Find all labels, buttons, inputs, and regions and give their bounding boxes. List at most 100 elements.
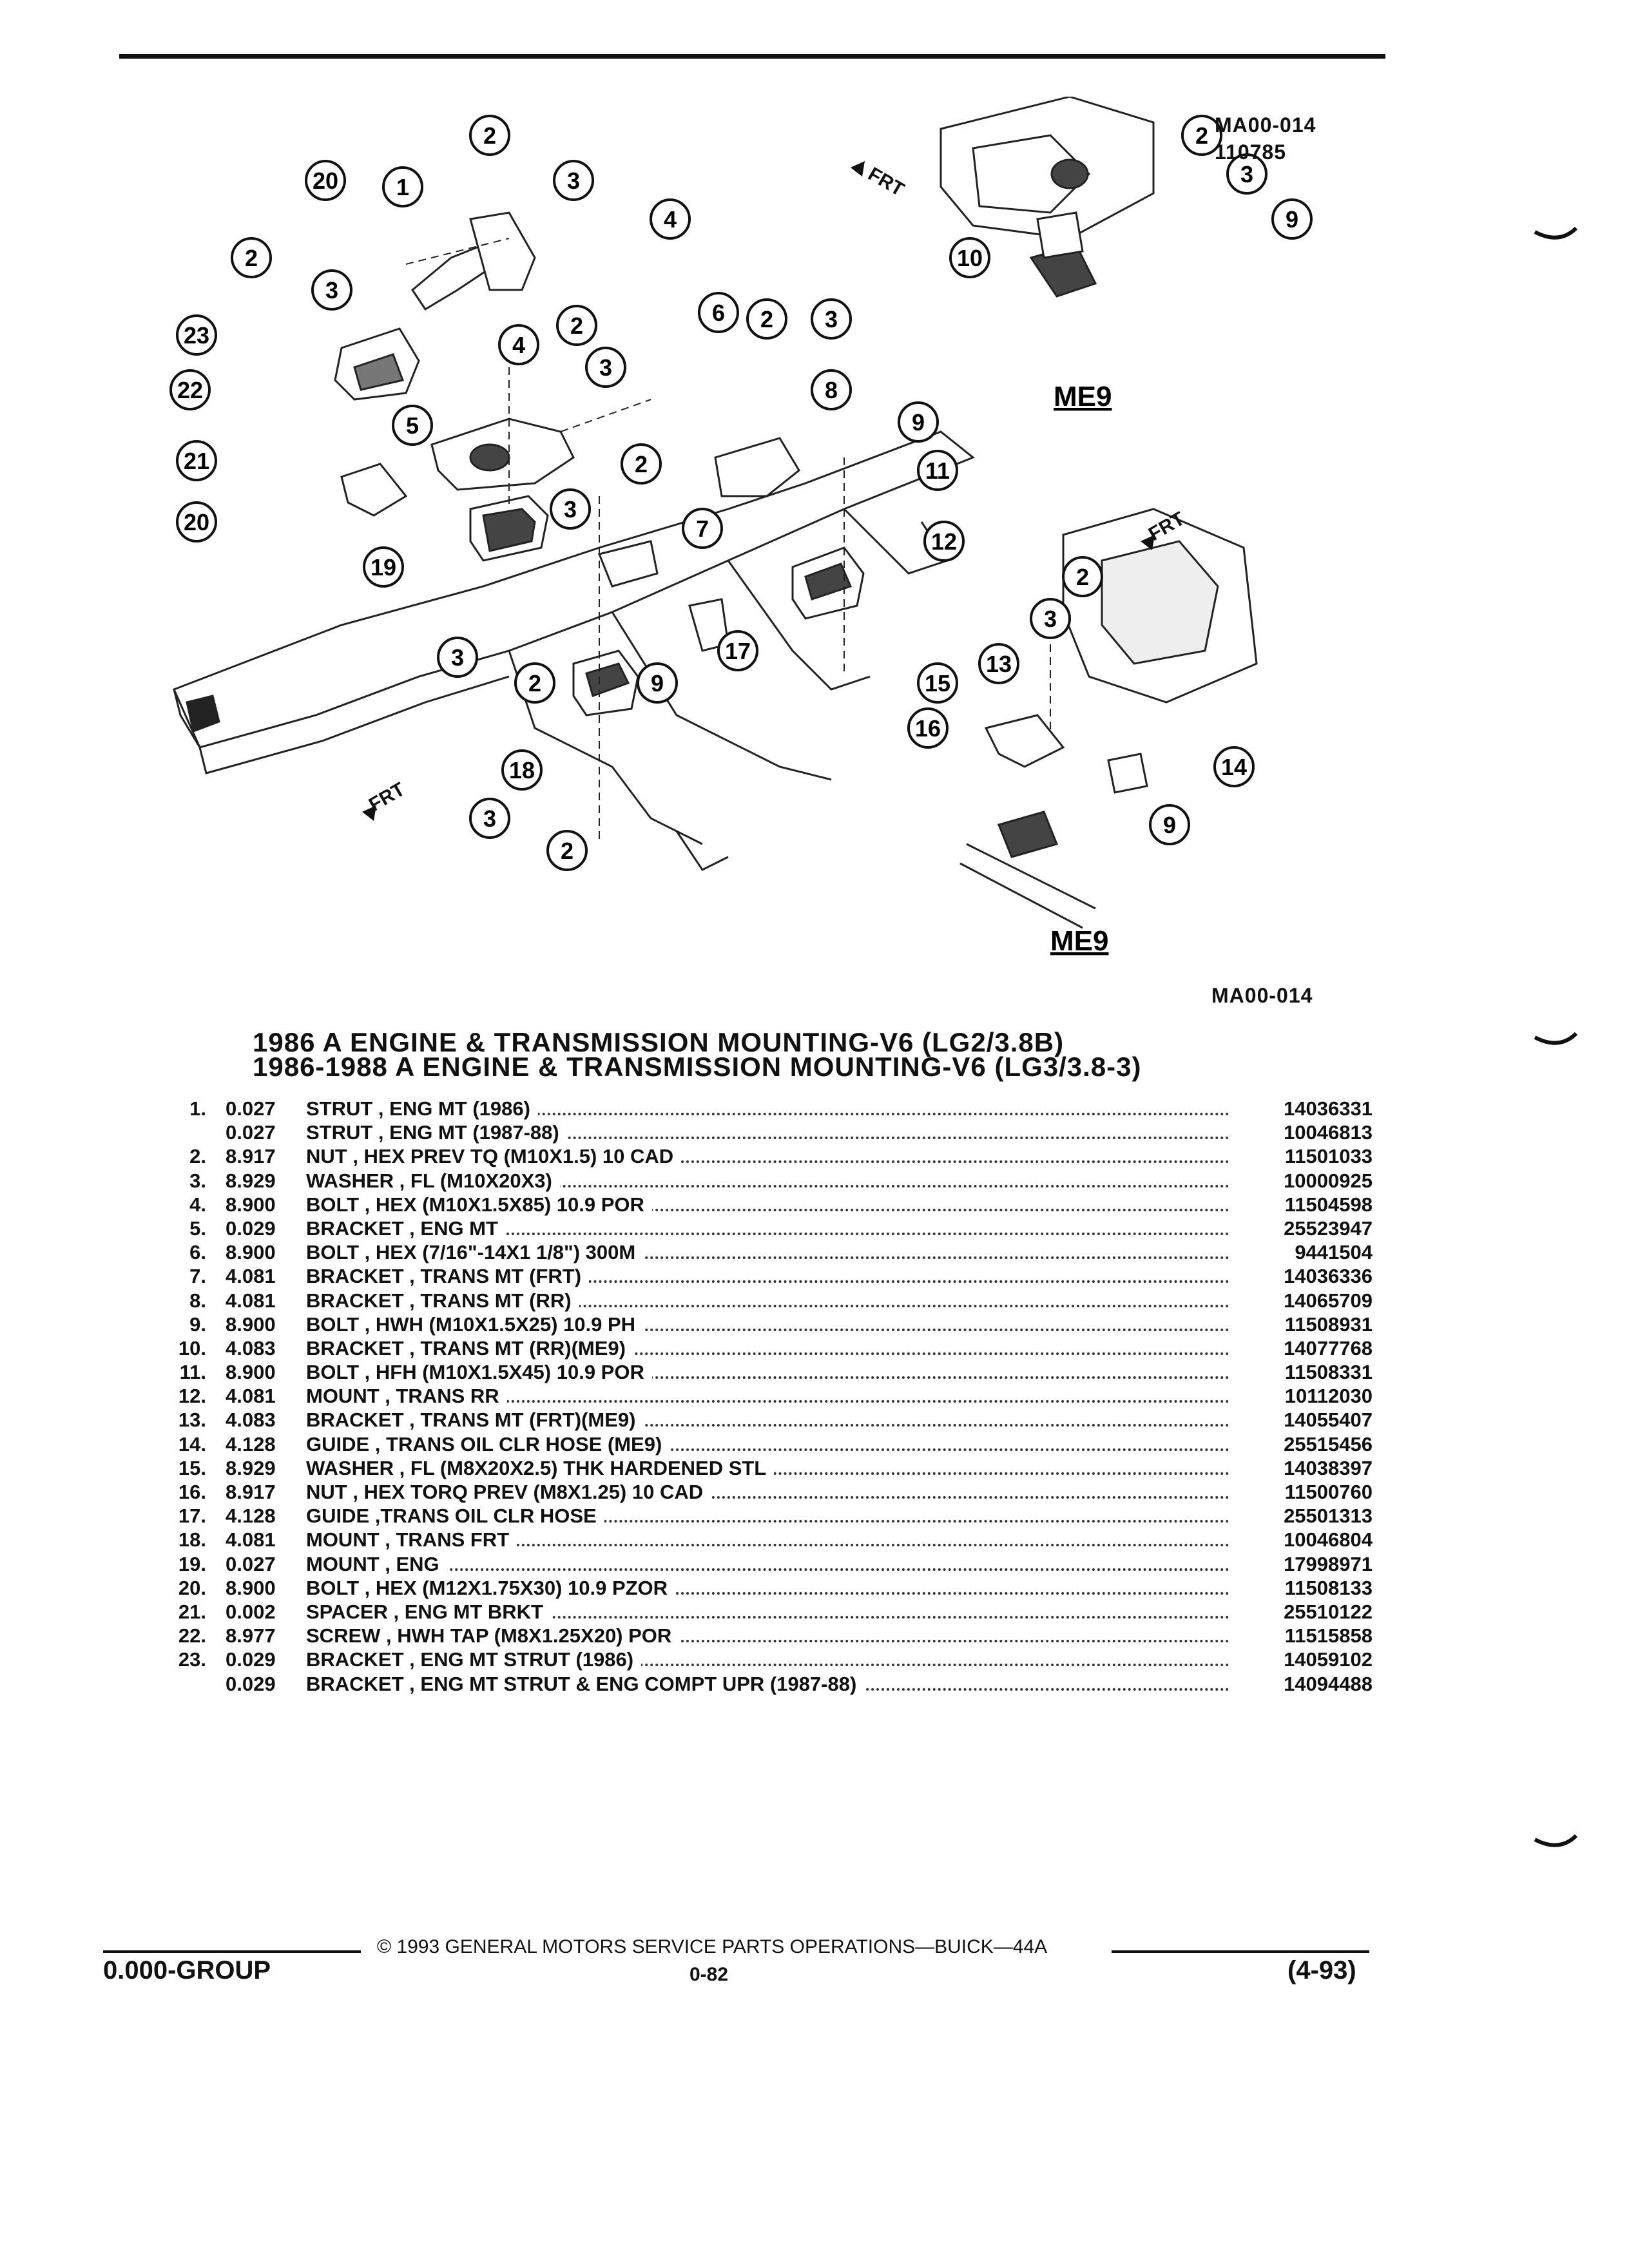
part-description: WASHER , FL (M8X20X2.5) THK HARDENED STL (306, 1456, 775, 1479)
item-number: 3. (189, 1169, 206, 1192)
part-description-cell: GUIDE , TRANS OIL CLR HOSE (ME9) (306, 1432, 1229, 1456)
part-description: SPACER , ENG MT BRKT (306, 1600, 551, 1623)
part-description: STRUT , ENG MT (1987-88) (306, 1121, 567, 1144)
callout-number: 9 (912, 409, 925, 436)
part-description: MOUNT , TRANS FRT (306, 1528, 517, 1552)
part-number: 14055407 (1284, 1408, 1373, 1432)
item-number: 23. (178, 1648, 206, 1671)
callout-number: 21 (184, 448, 209, 474)
leader-dots (306, 1448, 1229, 1451)
group-label: 0.000-GROUP (103, 1956, 271, 1984)
group-code: 0.002 (226, 1600, 276, 1623)
part-description: SCREW , HWH TAP (M8X1.25X20) POR (306, 1624, 680, 1648)
item-number: 12. (178, 1385, 206, 1408)
main-callout: 2 (746, 298, 787, 340)
strut-bracket-23 (334, 327, 420, 401)
leader-dots (306, 1137, 1229, 1140)
callout-number: 22 (177, 377, 203, 403)
main-callout: 3 (437, 637, 478, 678)
part-description: BRACKET , TRANS MT (RR) (306, 1289, 579, 1312)
part-description-cell: MOUNT , TRANS RR (306, 1384, 1229, 1408)
part-description-cell: SCREW , HWH TAP (M8X1.25X20) POR (306, 1624, 1229, 1648)
leader-dots (306, 1544, 1229, 1547)
part-description: MOUNT , ENG (306, 1552, 447, 1575)
part-number: 14077768 (1284, 1336, 1373, 1360)
ref-code-bottom: MA00-014 (1211, 984, 1313, 1007)
leader-dots (306, 1256, 1229, 1260)
me9-top-callout: 3 (1226, 153, 1268, 195)
group-code: 0.027 (226, 1552, 276, 1575)
leader-dots (306, 1520, 1229, 1523)
copyright: © 1993 GENERAL MOTORS SERVICE PARTS OPER… (377, 1936, 1048, 1957)
callout-number: 5 (406, 412, 419, 439)
callout-number: 3 (599, 354, 612, 381)
item-number: 18. (178, 1528, 206, 1552)
callout-number: 3 (567, 168, 580, 194)
callout-number: 20 (184, 509, 209, 535)
main-callout: 12 (923, 521, 965, 562)
me9-top-callout: 2 (1181, 115, 1222, 156)
group-code: 0.027 (226, 1097, 276, 1120)
parts-row: 18. 4.081 MOUNT , TRANS FRT 10046804 (148, 1528, 1373, 1552)
callout-number: 2 (570, 312, 583, 339)
me9-label-bottom: ME9 (1050, 925, 1108, 957)
item-number: 11. (179, 1361, 206, 1384)
part-number: 14038397 (1284, 1456, 1373, 1479)
main-callout: 5 (392, 405, 433, 446)
part-description: BRACKET , TRANS MT (FRT) (306, 1265, 590, 1288)
part-description-cell: BRACKET , TRANS MT (RR) (306, 1289, 1229, 1312)
me9-bottom-callout: 14 (1213, 746, 1255, 787)
main-callout: 11 (917, 450, 958, 491)
main-callout: 2 (546, 830, 588, 871)
part-description-cell: NUT , HEX PREV TQ (M10X1.5) 10 CAD (306, 1144, 1229, 1168)
leader-dots (306, 1424, 1229, 1427)
leader-dots (306, 1184, 1229, 1187)
group-code: 8.900 (226, 1312, 276, 1336)
part-number: 14065709 (1284, 1289, 1373, 1312)
part-number: 11500760 (1284, 1481, 1373, 1503)
callout-number: 2 (483, 122, 496, 149)
item-number: 5. (189, 1216, 206, 1240)
part-description-cell: BRACKET , TRANS MT (RR)(ME9) (306, 1336, 1229, 1360)
item-number: 9. (189, 1312, 206, 1336)
part-description-cell: MOUNT , ENG (306, 1552, 1229, 1576)
group-code: 8.900 (226, 1241, 276, 1264)
group-code: 4.128 (226, 1432, 276, 1456)
spacer-21 (340, 463, 408, 517)
group-code: 4.128 (226, 1504, 276, 1528)
main-callout: 4 (650, 198, 691, 240)
item-number: 14. (178, 1432, 206, 1456)
main-callout: 3 (469, 798, 510, 839)
parts-row: 14. 4.128 GUIDE , TRANS OIL CLR HOSE (ME9)… (148, 1432, 1373, 1456)
footer-rule-left (103, 1950, 361, 1953)
callout-number: 9 (651, 670, 664, 697)
footer-rule-right (1112, 1950, 1369, 1953)
part-number: 11501033 (1284, 1145, 1373, 1168)
callout-number: 6 (712, 300, 725, 326)
engine-bracket-5 (430, 418, 575, 491)
part-description-cell: STRUT , ENG MT (1987-88) (306, 1120, 1229, 1144)
part-number: 10046804 (1284, 1528, 1373, 1552)
group-code: 4.083 (226, 1408, 276, 1432)
callout-number: 3 (825, 306, 838, 332)
leader-dots (306, 1400, 1229, 1403)
part-description-cell: BRACKET , TRANS MT (FRT) (306, 1264, 1229, 1288)
group-code: 0.027 (226, 1121, 276, 1144)
callout-number: 10 (957, 245, 983, 271)
group-code: 8.917 (226, 1481, 276, 1503)
group-code: 4.081 (226, 1528, 276, 1552)
engine-mount-19 (469, 495, 549, 562)
main-callout: 22 (169, 369, 211, 410)
part-description: GUIDE ,TRANS OIL CLR HOSE (306, 1504, 604, 1528)
